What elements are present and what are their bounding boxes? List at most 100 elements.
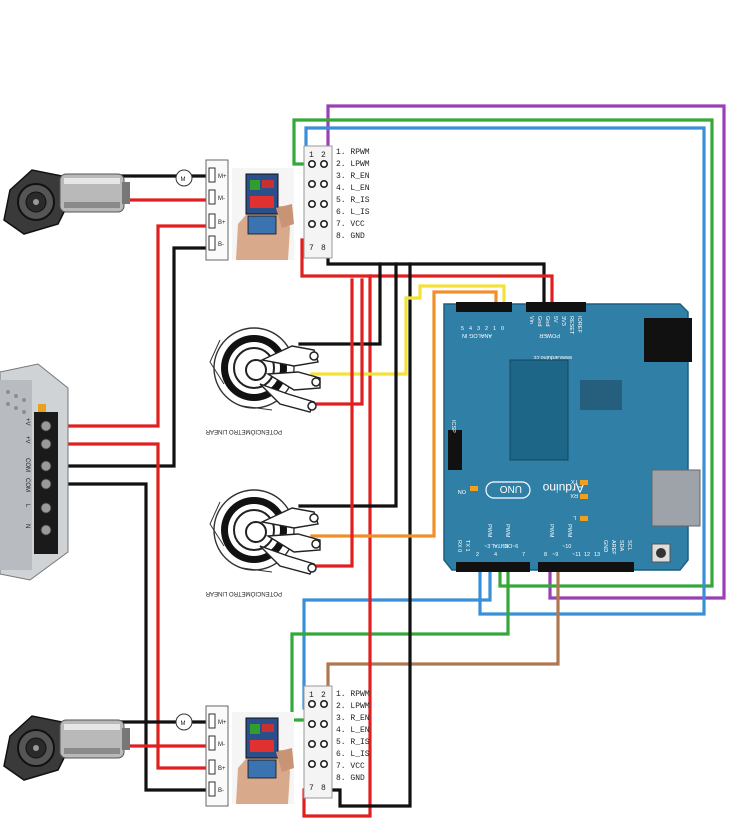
pin-b-3-r-en: 3. R_EN (336, 714, 370, 723)
digital-pin-7: 7 (522, 552, 525, 558)
led-tx-label: TX (571, 478, 578, 484)
pin-b-4-l-en: 4. L_EN (336, 726, 370, 735)
wire-black-bottom-driver (326, 262, 412, 808)
led-on-label: ON (458, 488, 466, 494)
driver-board-photo-top (231, 167, 295, 261)
digital-header-block-1 (456, 562, 530, 572)
potentiometer-2: POTENCIÓMETRO LINEAR (205, 489, 321, 597)
hdr-top-col1: 1 (309, 151, 314, 160)
wire-red-vcc-bus (300, 238, 554, 306)
driver-pin-legend-bottom: 1. RPWM 2. LPWM 3. R_EN 4. L_EN 5. R_IS … (336, 690, 370, 783)
digital-pin-rx0: RX 0 (456, 540, 462, 552)
term-b-label-m-plus: M+ (218, 720, 227, 726)
wire-red-pot1 (302, 278, 364, 406)
digital-pin-6: ~6 (512, 544, 518, 550)
pwm-label-2: PWM (504, 524, 510, 538)
pin-b-1-rpwm: 1. RPWM (336, 690, 370, 699)
power-pin-ioref: IOREF (576, 316, 582, 333)
digital-pin-5: ~5 (502, 544, 508, 550)
digital-pin-gnd: GND (602, 540, 608, 552)
power-label: POWER (539, 332, 560, 338)
wire-green-bottom (290, 568, 510, 722)
pin-b-5-r-is: 5. R_IS (336, 738, 370, 747)
pin-b-7-vcc: 7. VCC (336, 762, 365, 771)
wire-yellow-pot1 (310, 284, 506, 376)
digital-header-block-2 (538, 562, 634, 572)
psu-label-v1: +V (24, 418, 30, 426)
digital-pin-2: 2 (476, 552, 479, 558)
pwm-label-3: PWM (548, 524, 554, 538)
pin-8-gnd: 8. GND (336, 232, 365, 241)
term-label-b-plus: B+ (218, 220, 226, 226)
digital-pin-13: 13 (594, 552, 600, 558)
arduino-model-label: UNO (500, 483, 522, 494)
analog-pin-0: 0 (501, 326, 504, 332)
motor-top (3, 169, 131, 235)
hdr-top-bottom2: 8 (321, 244, 326, 253)
wire-black-psu2 (54, 482, 216, 792)
hdr-bot-bottom1: 7 (309, 784, 314, 793)
digital-pin-12: 12 (584, 552, 590, 558)
psu-label-v2: +V (24, 436, 30, 444)
term-label-m-plus: M+ (218, 174, 227, 180)
digital-pin-labels: SCL SDA AREF GND 13 12 ~11 ~10 ~9 8 7 ~6… (456, 524, 632, 558)
wire-red-psu1 (54, 224, 216, 428)
usb-connector (651, 469, 701, 527)
pin-5-r-is: 5. R_IS (336, 196, 370, 205)
analog-pin-4: 4 (469, 326, 472, 332)
power-pin-vin: Vin (528, 316, 534, 324)
power-supply: +V +V COM COM L N (0, 363, 69, 581)
wire-red-psu2 (54, 442, 216, 770)
wire-black-pot1 (298, 262, 382, 346)
digital-pin-sda: SDA (618, 540, 624, 552)
hdr-bot-col2: 2 (321, 691, 326, 700)
analog-in-label: ANALOG IN (462, 332, 492, 338)
term-b-label-b-minus: B- (218, 788, 224, 794)
driver-board-photo-bottom (231, 711, 295, 805)
digital-pin-9: ~9 (552, 552, 558, 558)
potentiometer-1: POTENCIÓMETRO LINEAR (205, 327, 321, 435)
motor-symbol-bottom: M (181, 721, 186, 727)
wire-red-pot2 (302, 278, 354, 568)
power-pin-gnd2: Gnd (536, 316, 542, 326)
analog-pin-labels: 0 1 2 3 4 5 (461, 326, 504, 332)
pin-6-l-is: 6. L_IS (336, 208, 370, 217)
psu-label-l: L (24, 504, 30, 508)
digital-pin-scl: SCL (626, 540, 632, 551)
dc-jack (644, 318, 692, 362)
analog-pin-3: 3 (477, 326, 480, 332)
hdr-top-bottom1: 7 (309, 244, 314, 253)
term-b-label-b-plus: B+ (218, 766, 226, 772)
motor-terminal-top: M+ M- B+ B- M (175, 159, 229, 261)
psu-label-com1: COM (24, 458, 30, 472)
term-label-m-minus: M- (218, 196, 225, 202)
pwm-label-1: PWM (486, 524, 492, 538)
led-rx-label: RX (570, 492, 578, 498)
analog-pin-2: 2 (485, 326, 488, 332)
pin-7-vcc: 7. VCC (336, 220, 365, 229)
driver-header-bottom: 1 2 7 8 (303, 685, 333, 799)
led-l-label: L (573, 514, 576, 520)
driver-header-top: 1 2 7 8 (303, 145, 333, 259)
motor-bottom (3, 715, 131, 781)
hdr-bot-col1: 1 (309, 691, 314, 700)
wire-orange-pot2 (310, 290, 498, 538)
motor-terminal-bottom: M+ M- B+ B- M (175, 705, 229, 807)
pot2-label: POTENCIÓMETRO LINEAR (205, 590, 282, 597)
pin-4-l-en: 4. L_EN (336, 184, 370, 193)
term-label-b-minus: B- (218, 242, 224, 248)
pin-3-r-en: 3. R_EN (336, 172, 370, 181)
driver-pin-legend-top: 1. RPWM 2. LPWM 3. R_EN 4. L_EN 5. R_IS … (336, 148, 370, 241)
wire-purple-top (326, 104, 726, 600)
icsp-label: ICSP (450, 420, 456, 433)
pin-b-6-l-is: 6. L_IS (336, 750, 370, 759)
psu-label-com2: COM (24, 478, 30, 492)
arduino-brand-label: Arduino (542, 481, 584, 495)
pin-2-lpwm: 2. LPWM (336, 160, 370, 169)
arduino-url: www.arduino.cc (533, 354, 573, 360)
digital-pin-4: 4 (494, 552, 497, 558)
pin-b-8-gnd: 8. GND (336, 774, 365, 783)
hdr-top-col2: 2 (321, 151, 326, 160)
wire-black-pot2 (298, 262, 398, 508)
